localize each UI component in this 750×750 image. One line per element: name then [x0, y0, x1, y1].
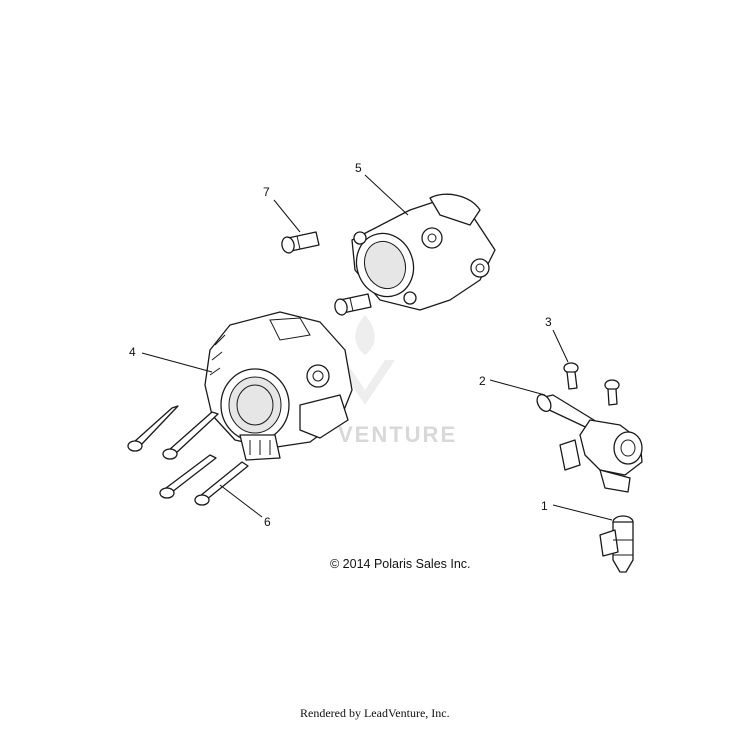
- leader-4: [141, 352, 213, 373]
- long-bolt-3: [159, 454, 217, 499]
- callout-6: 6: [264, 515, 271, 529]
- part-4-throttle-body: [204, 311, 353, 461]
- part-2-fuel-rail: [536, 393, 643, 493]
- part-5-intake-adapter: [351, 193, 496, 311]
- leader-2: [489, 379, 546, 396]
- leader-6: [219, 484, 263, 518]
- leader-1: [552, 504, 613, 521]
- small-bolt-1: [563, 362, 579, 390]
- callout-7: 7: [263, 185, 270, 199]
- small-bolt-2: [604, 379, 620, 406]
- bolt-second: [334, 293, 372, 316]
- leader-5: [364, 174, 409, 216]
- watermark-logo: [335, 315, 395, 405]
- callout-1: 1: [541, 499, 548, 513]
- leader-3: [552, 329, 569, 363]
- part-3-bolts: [563, 362, 620, 406]
- callout-5: 5: [355, 161, 362, 175]
- part-1-fuel-injector: [599, 515, 634, 573]
- part-7-bolt: [281, 231, 320, 254]
- callout-2: 2: [479, 374, 486, 388]
- leader-7: [273, 199, 301, 233]
- long-bolt-1: [127, 405, 179, 452]
- watermark-text: VENTURE: [338, 422, 457, 447]
- leader-lines: [141, 174, 613, 521]
- footer-credit: Rendered by LeadVenture, Inc.: [300, 706, 450, 720]
- watermark: VENTURE: [335, 315, 457, 447]
- copyright-text: © 2014 Polaris Sales Inc.: [330, 557, 471, 571]
- callout-4: 4: [129, 345, 136, 359]
- long-bolt-2: [162, 411, 219, 460]
- callout-3: 3: [545, 315, 552, 329]
- part-6-bolts: [127, 405, 249, 506]
- long-bolt-4: [194, 461, 249, 506]
